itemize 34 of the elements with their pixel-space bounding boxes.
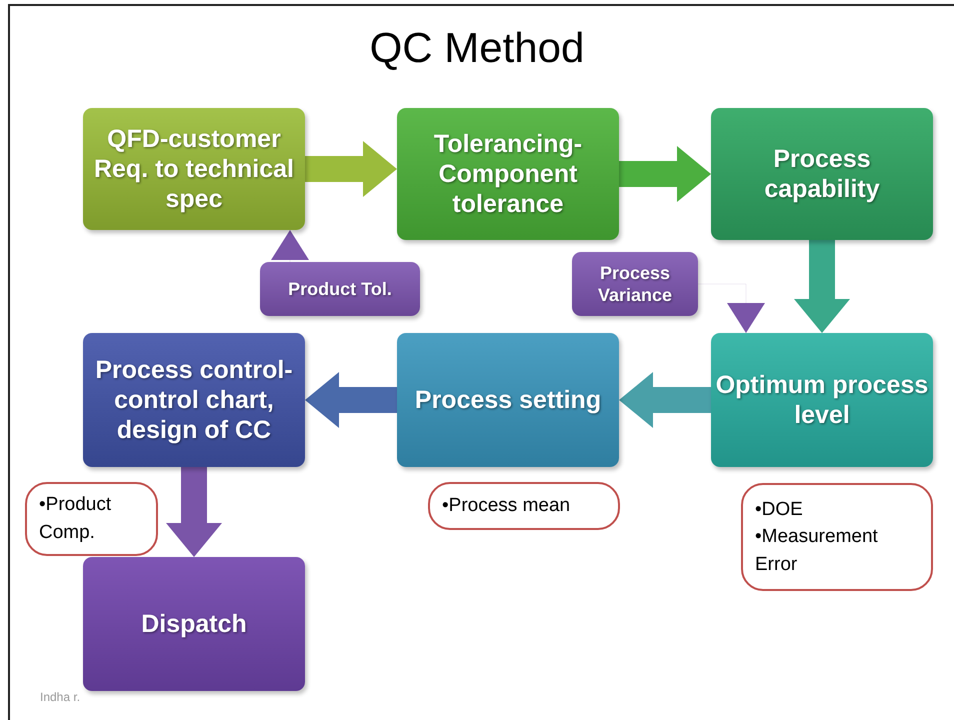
note-box	[25, 482, 158, 556]
process-box	[397, 333, 619, 467]
block-arrow	[619, 146, 711, 202]
node-text: Process control-control chart, design of CC	[94, 355, 294, 445]
input-box	[572, 252, 698, 316]
node-text: •Product Comp.	[39, 493, 112, 545]
process-box	[83, 557, 305, 691]
note-box	[741, 483, 933, 591]
process-box	[83, 108, 305, 230]
process-box	[711, 333, 933, 467]
node-text: Process capability	[763, 144, 881, 204]
footer-text: Indha r.	[40, 690, 80, 704]
node-text: Tolerancing-Component tolerance	[432, 129, 584, 219]
note-box	[428, 482, 620, 530]
title: QC Method	[368, 24, 586, 72]
node-text: Dispatch	[141, 609, 247, 639]
node-text: •Process mean	[442, 494, 570, 518]
block-arrow	[305, 372, 397, 428]
process-box	[397, 108, 619, 240]
node-text: Optimum process level	[715, 370, 929, 430]
process-box	[83, 333, 305, 467]
node-text: •DOE	[755, 498, 803, 522]
node-text: Product Tol.	[288, 278, 392, 300]
node-text: Process Variance	[596, 262, 674, 306]
node-text: Process setting	[414, 385, 602, 415]
process-box	[711, 108, 933, 240]
node-text: •Measurement Error	[755, 525, 879, 577]
triangle-arrow	[271, 230, 309, 262]
node-text: QFD-customer Req. to technical spec	[92, 124, 296, 214]
input-box	[260, 262, 420, 316]
block-arrow	[619, 372, 711, 428]
block-arrow	[305, 141, 397, 197]
block-arrow	[166, 467, 222, 557]
block-arrow	[794, 240, 850, 333]
